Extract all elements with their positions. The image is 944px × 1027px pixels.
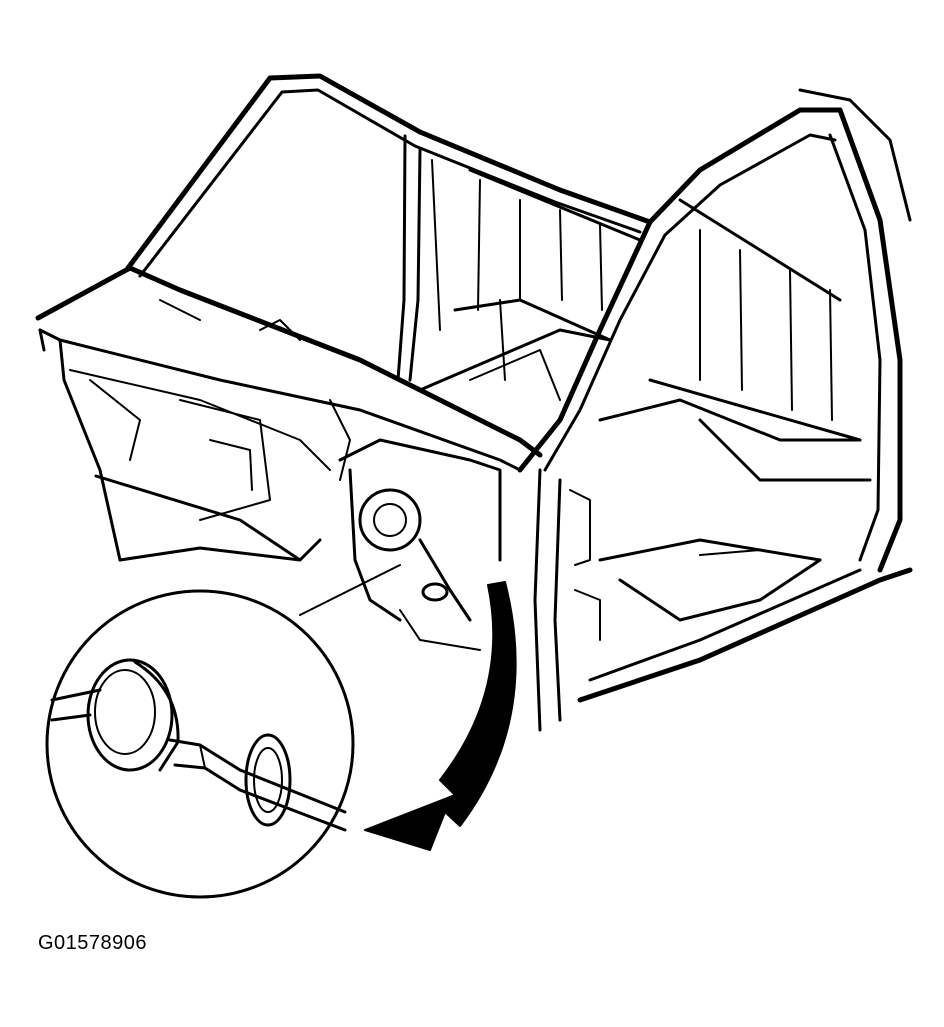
door-opening (517, 88, 913, 732)
figure-code: G01578906 (38, 932, 148, 954)
magnified-grommet-detail (45, 589, 355, 899)
windshield-frame (125, 73, 653, 382)
cowl-panel (35, 265, 543, 562)
cab-back-wall (468, 168, 862, 442)
curved-arrow (364, 581, 517, 851)
grommet (421, 582, 449, 602)
cab-floor (418, 298, 872, 622)
firewall-center (299, 438, 502, 651)
